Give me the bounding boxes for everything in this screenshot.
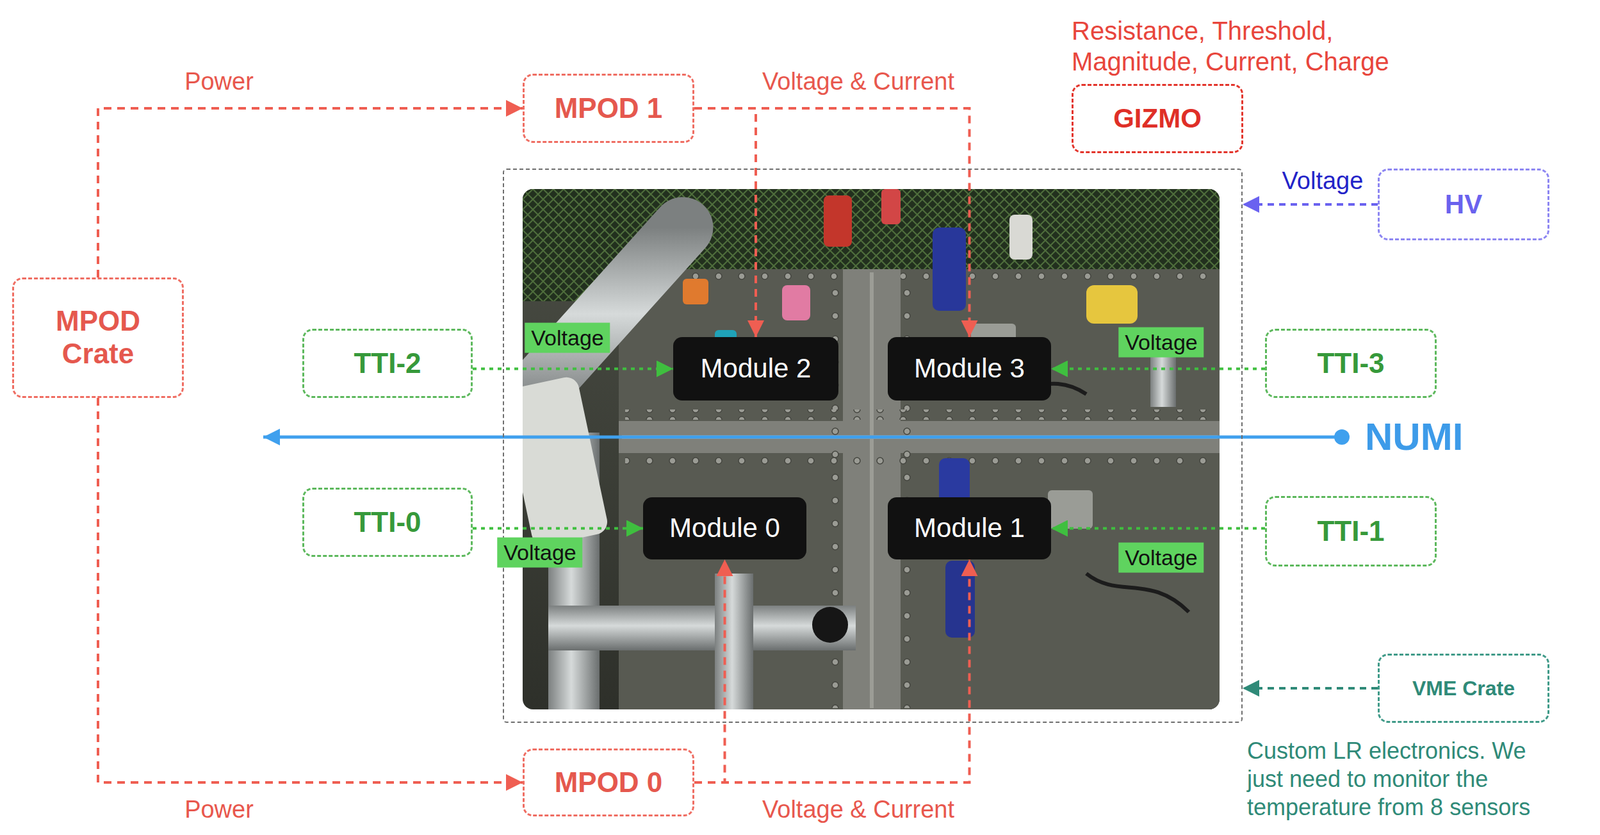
module-box: Module 1 [887, 497, 1052, 560]
note-text: Custom LR electronics. We just need to m… [1247, 736, 1561, 822]
node-title: TTI-3 [1316, 347, 1385, 380]
rail [869, 272, 874, 708]
bottle [522, 374, 610, 547]
cables [740, 374, 1189, 612]
tti-supply-box: TTI-1 [1265, 495, 1437, 567]
node-title: TTI-0 [353, 506, 421, 539]
connector [1242, 203, 1378, 206]
module-box: Module 0 [643, 497, 807, 560]
node-title: Module 2 [700, 352, 812, 384]
connector [472, 527, 644, 530]
node-title: VME Crate [1412, 676, 1515, 701]
hv-supply-box: HV [1377, 168, 1550, 241]
module-box: Module 3 [887, 336, 1052, 401]
monitor-box: Resistance, Threshold, Magnitude, Curren… [1071, 83, 1244, 154]
node-title: Module 1 [914, 512, 1025, 544]
bolt-row [625, 409, 1215, 420]
red-cap [881, 188, 901, 225]
node-title: TTI-1 [1316, 514, 1385, 548]
node-title: HV [1444, 188, 1483, 220]
edge-label: Voltage [497, 537, 583, 568]
connector [1242, 686, 1378, 690]
power-supply-box: MPOD Crate [12, 277, 184, 398]
tti-supply-box: TTI-3 [1265, 328, 1437, 398]
bolt-row [618, 270, 1220, 282]
power-supply-box: MPOD 0 [522, 748, 695, 817]
node-title: MPOD 0 [554, 766, 663, 799]
vme-crate-box: VME Crate [1377, 653, 1550, 723]
node-title: GIZMO [1113, 103, 1202, 134]
edge-label: Voltage [1282, 166, 1364, 196]
bolt-row [625, 454, 1215, 465]
orange-cap [682, 278, 709, 305]
pink-cap [782, 285, 811, 321]
node-title: Module 3 [914, 352, 1025, 384]
red-cap [823, 195, 852, 247]
node-title: MPOD Crate [37, 304, 159, 370]
edge-label: Voltage [1118, 327, 1204, 358]
measure-list: Resistance, Threshold, Magnitude, Curren… [1071, 15, 1418, 77]
edge-label: Voltage [524, 322, 610, 353]
edge-label: Power [184, 794, 254, 825]
tti-supply-box: TTI-2 [302, 328, 473, 398]
blue-cylinder [932, 227, 966, 311]
pipe [714, 573, 754, 710]
connector [694, 559, 970, 783]
connector [1051, 367, 1266, 371]
connector [97, 397, 523, 783]
node-title: MPOD 1 [554, 92, 663, 125]
edge-label: Power [184, 67, 254, 97]
beam-line [263, 435, 1342, 439]
node-title: Module 0 [669, 512, 781, 544]
connector [694, 108, 970, 337]
connector [694, 108, 756, 337]
photo-content [522, 188, 1220, 710]
edge-label: Voltage & Current [762, 67, 955, 97]
detector-photo [522, 188, 1220, 710]
edge-label: Voltage & Current [762, 794, 955, 825]
connector [97, 108, 523, 278]
edge-label: Voltage [1118, 542, 1204, 573]
tti-supply-box: TTI-0 [302, 487, 473, 557]
node-title: TTI-2 [353, 347, 421, 380]
beam-label: NUMI [1364, 413, 1463, 460]
module-box: Module 2 [673, 336, 839, 401]
beam-origin [1334, 429, 1350, 445]
feedthrough [1047, 489, 1093, 529]
port [812, 606, 849, 643]
connector [1051, 527, 1266, 530]
pipe [548, 605, 856, 651]
yellow-cap [1086, 285, 1138, 324]
connector [694, 559, 726, 783]
cryostat-frame: Module 2 Module 3 Module 0 Module 1 [502, 168, 1243, 723]
white-cap [1009, 214, 1033, 260]
power-supply-box: MPOD 1 [522, 73, 695, 143]
